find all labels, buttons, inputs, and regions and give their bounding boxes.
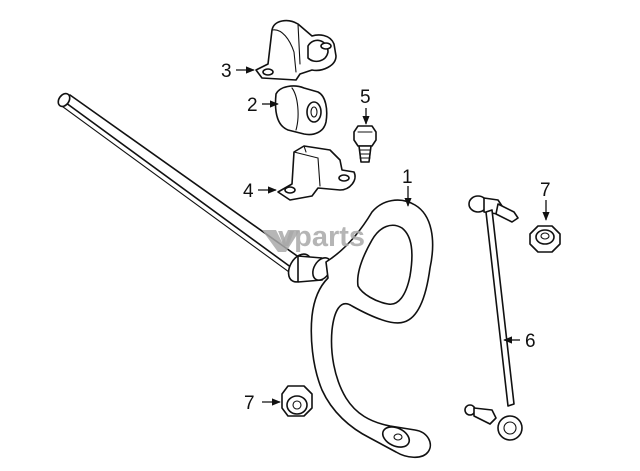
stabilizer-bar-lower-bracket	[277, 145, 356, 201]
stabilizer-link	[464, 195, 523, 441]
callout-2: 2	[247, 95, 258, 116]
link-nut-right	[529, 225, 561, 253]
watermark-mark-icon	[262, 230, 300, 252]
stabilizer-bar-bushing	[274, 85, 328, 136]
stabilizer-bar-bracket	[255, 19, 337, 81]
bracket-bolt	[353, 125, 377, 163]
callout-1: 1	[402, 167, 413, 188]
callout-6: 6	[525, 331, 536, 352]
callout-5: 5	[360, 87, 371, 108]
callout-7-lower: 7	[244, 393, 255, 414]
callout-7-right: 7	[540, 180, 551, 201]
callout-4: 4	[243, 181, 254, 202]
watermark-logo: vparts	[262, 221, 365, 253]
callout-arrows	[236, 66, 550, 406]
link-nut-lower	[281, 385, 313, 417]
callout-3: 3	[221, 61, 232, 82]
stabilizer-bar	[57, 92, 434, 459]
watermark-text: vparts	[278, 221, 365, 253]
